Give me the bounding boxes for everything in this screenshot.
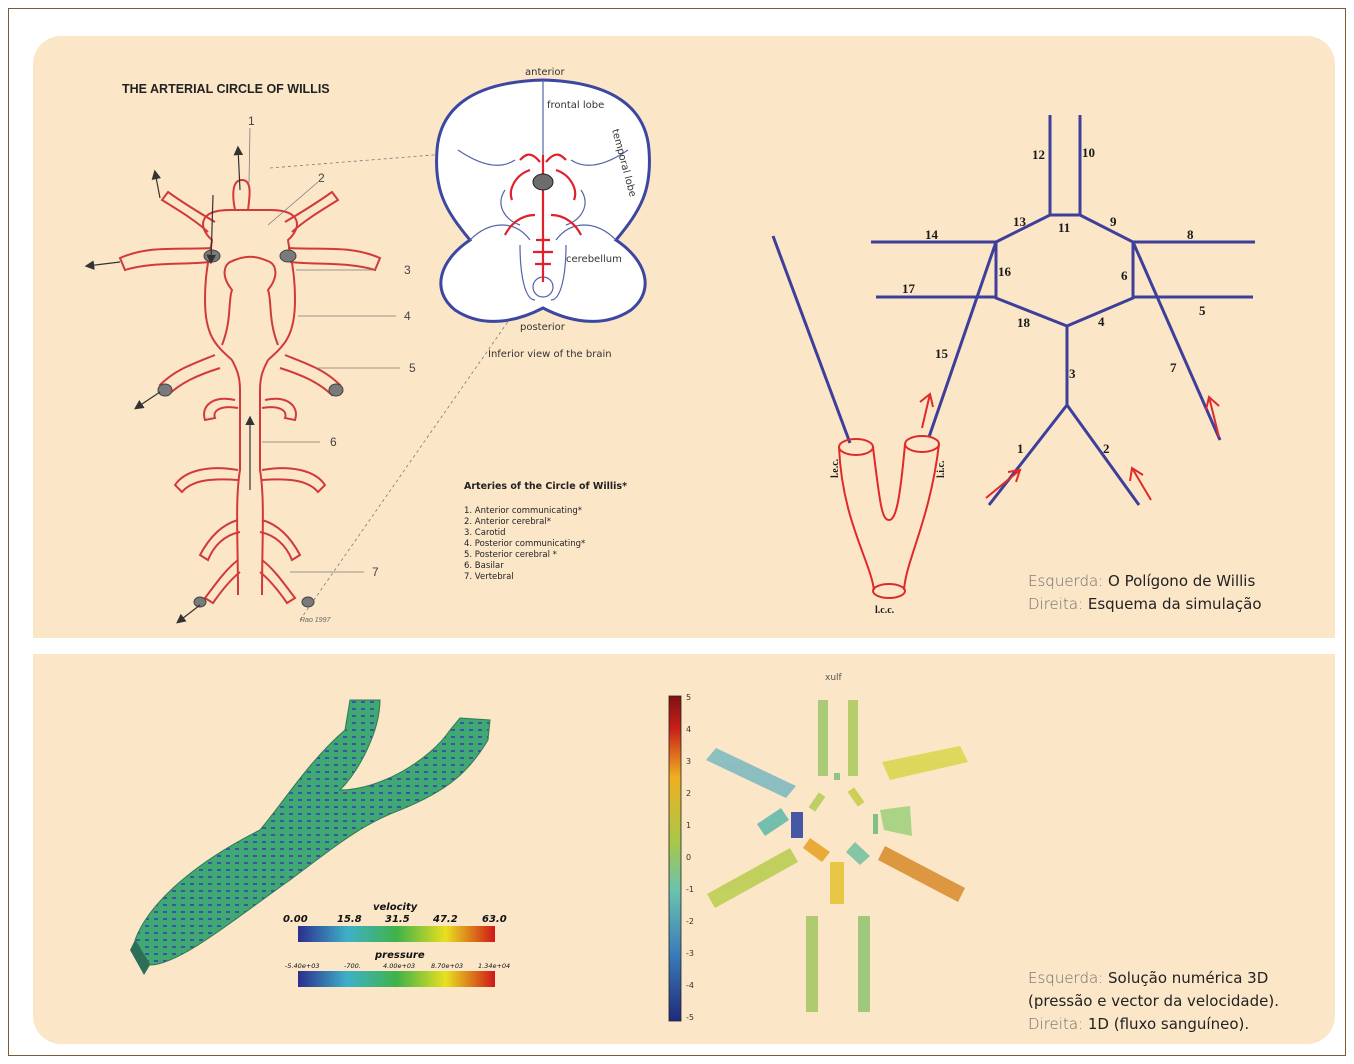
caption-right-text: Esquema da simulação [1088,595,1262,613]
schema-number: 1 [1017,441,1024,456]
caption-left-text: O Polígono de Willis [1108,572,1255,590]
caption-left-label: Esquerda: [1028,969,1103,987]
arteries-item: 3. Carotid [464,528,506,538]
willis-number: 3 [404,263,411,277]
schema-number: 4 [1098,314,1105,329]
caption-right-text: 1D (fluxo sanguíneo). [1088,1015,1249,1033]
velocity-tick: 0.00 [283,914,308,925]
flux-tick: -2 [686,917,694,926]
bottom-caption: Esquerda: Solução numérica 3D (pressão e… [1028,967,1279,1036]
velocity-tick: 47.2 [432,914,458,925]
velocity-tick: 63.0 [482,914,507,925]
willis-number: 6 [330,435,337,449]
arteries-item: 7. Vertebral [464,572,514,582]
velocity-tick: 31.5 [385,914,410,925]
pressure-colorbar: pressure -5.40e+03 -700. 4.00e+03 8.70e+… [285,950,510,987]
flux-tick: -3 [686,949,694,958]
schema-number: 16 [998,264,1012,279]
schema-number: 3 [1069,366,1076,381]
flux-title: xulf [825,673,843,683]
arteries-item: 1. Anterior communicating* [464,506,582,516]
arteries-title: Arteries of the Circle of Willis* [464,481,627,492]
arteries-item: 6. Basilar [464,561,504,571]
flux-tick: 2 [686,789,691,798]
arteries-item: 4. Posterior communicating* [464,539,585,549]
schema-number: 2 [1103,441,1110,456]
schema-number: 13 [1013,214,1027,229]
arteries-item: 2. Anterior cerebral* [464,517,551,527]
willis-number: 5 [409,361,416,375]
arteries-item: 5. Posterior cerebral * [464,550,557,560]
willis-number: 7 [372,565,379,579]
schema-number: 15 [935,346,949,361]
willis-number: 4 [404,309,411,323]
simulation-schema: 1 2 3 4 5 6 7 8 9 10 11 12 13 14 15 16 1… [773,115,1255,616]
schema-number: 7 [1170,360,1177,375]
pressure-tick: 4.00e+03 [383,962,415,970]
brain-frontal-lobe-label: frontal lobe [547,100,604,111]
flux-tick: 1 [686,821,691,830]
caption-line2: (pressão e vector da velocidade). [1028,992,1279,1010]
willis-title: THE ARTERIAL CIRCLE OF WILLIS [122,82,330,96]
schema-number: 8 [1187,227,1194,242]
brain-caption: Inferior view of the brain [488,349,612,360]
caption-right-label: Direita: [1028,595,1083,613]
flux-tick: -4 [686,981,694,990]
caption-right-label: Direita: [1028,1015,1083,1033]
pressure-tick: -5.40e+03 [285,962,320,970]
schema-number: 5 [1199,303,1206,318]
flux-tick: 3 [686,757,691,766]
carotid-label-lcc: l.c.c. [875,605,895,616]
velocity-title: velocity [373,902,418,913]
pressure-tick: 1.34e+04 [478,962,510,970]
top-caption: Esquerda: O Polígono de Willis Direita: … [1028,570,1262,616]
flux-tick: 5 [686,693,691,702]
caption-left-text: Solução numérica 3D [1108,969,1268,987]
schema-number: 17 [902,281,916,296]
flux-1d-plot: xulf 5 4 3 2 1 0 -1 -2 -3 -4 -5 [669,673,968,1022]
schema-number: 11 [1058,220,1070,235]
pressure-tick: -700. [344,962,361,970]
velocity-tick: 15.8 [337,914,362,925]
willis-number: 1 [248,114,255,128]
carotid-label-lic: l.i.c. [936,460,947,478]
caption-left-label: Esquerda: [1028,572,1103,590]
signature: Rao 1997 [300,617,331,624]
arteries-legend: Arteries of the Circle of Willis* 1. Ant… [464,481,627,582]
willis-number: 2 [318,171,325,185]
schema-number: 14 [925,227,939,242]
pressure-title: pressure [374,950,425,961]
velocity-colorbar: velocity 0.00 15.8 31.5 47.2 63.0 [283,902,507,942]
brain-anterior-label: anterior [525,67,566,78]
schema-number: 12 [1032,147,1045,162]
schema-number: 10 [1082,145,1095,160]
flux-tick: 4 [686,725,691,734]
brain-diagram: anterior frontal lobe temporal lobe cere… [437,67,650,360]
carotid-label-lec: l.e.c. [830,458,841,478]
brain-cerebellum-label: cerebellum [566,254,622,265]
schema-number: 9 [1110,214,1117,229]
flux-tick: -5 [686,1013,694,1022]
brain-posterior-label: posterior [520,322,566,333]
flux-tick: 0 [686,853,691,862]
flux-tick: -1 [686,885,694,894]
schema-number: 6 [1121,268,1128,283]
schema-number: 18 [1017,315,1031,330]
pressure-tick: 8.70e+03 [431,962,463,970]
